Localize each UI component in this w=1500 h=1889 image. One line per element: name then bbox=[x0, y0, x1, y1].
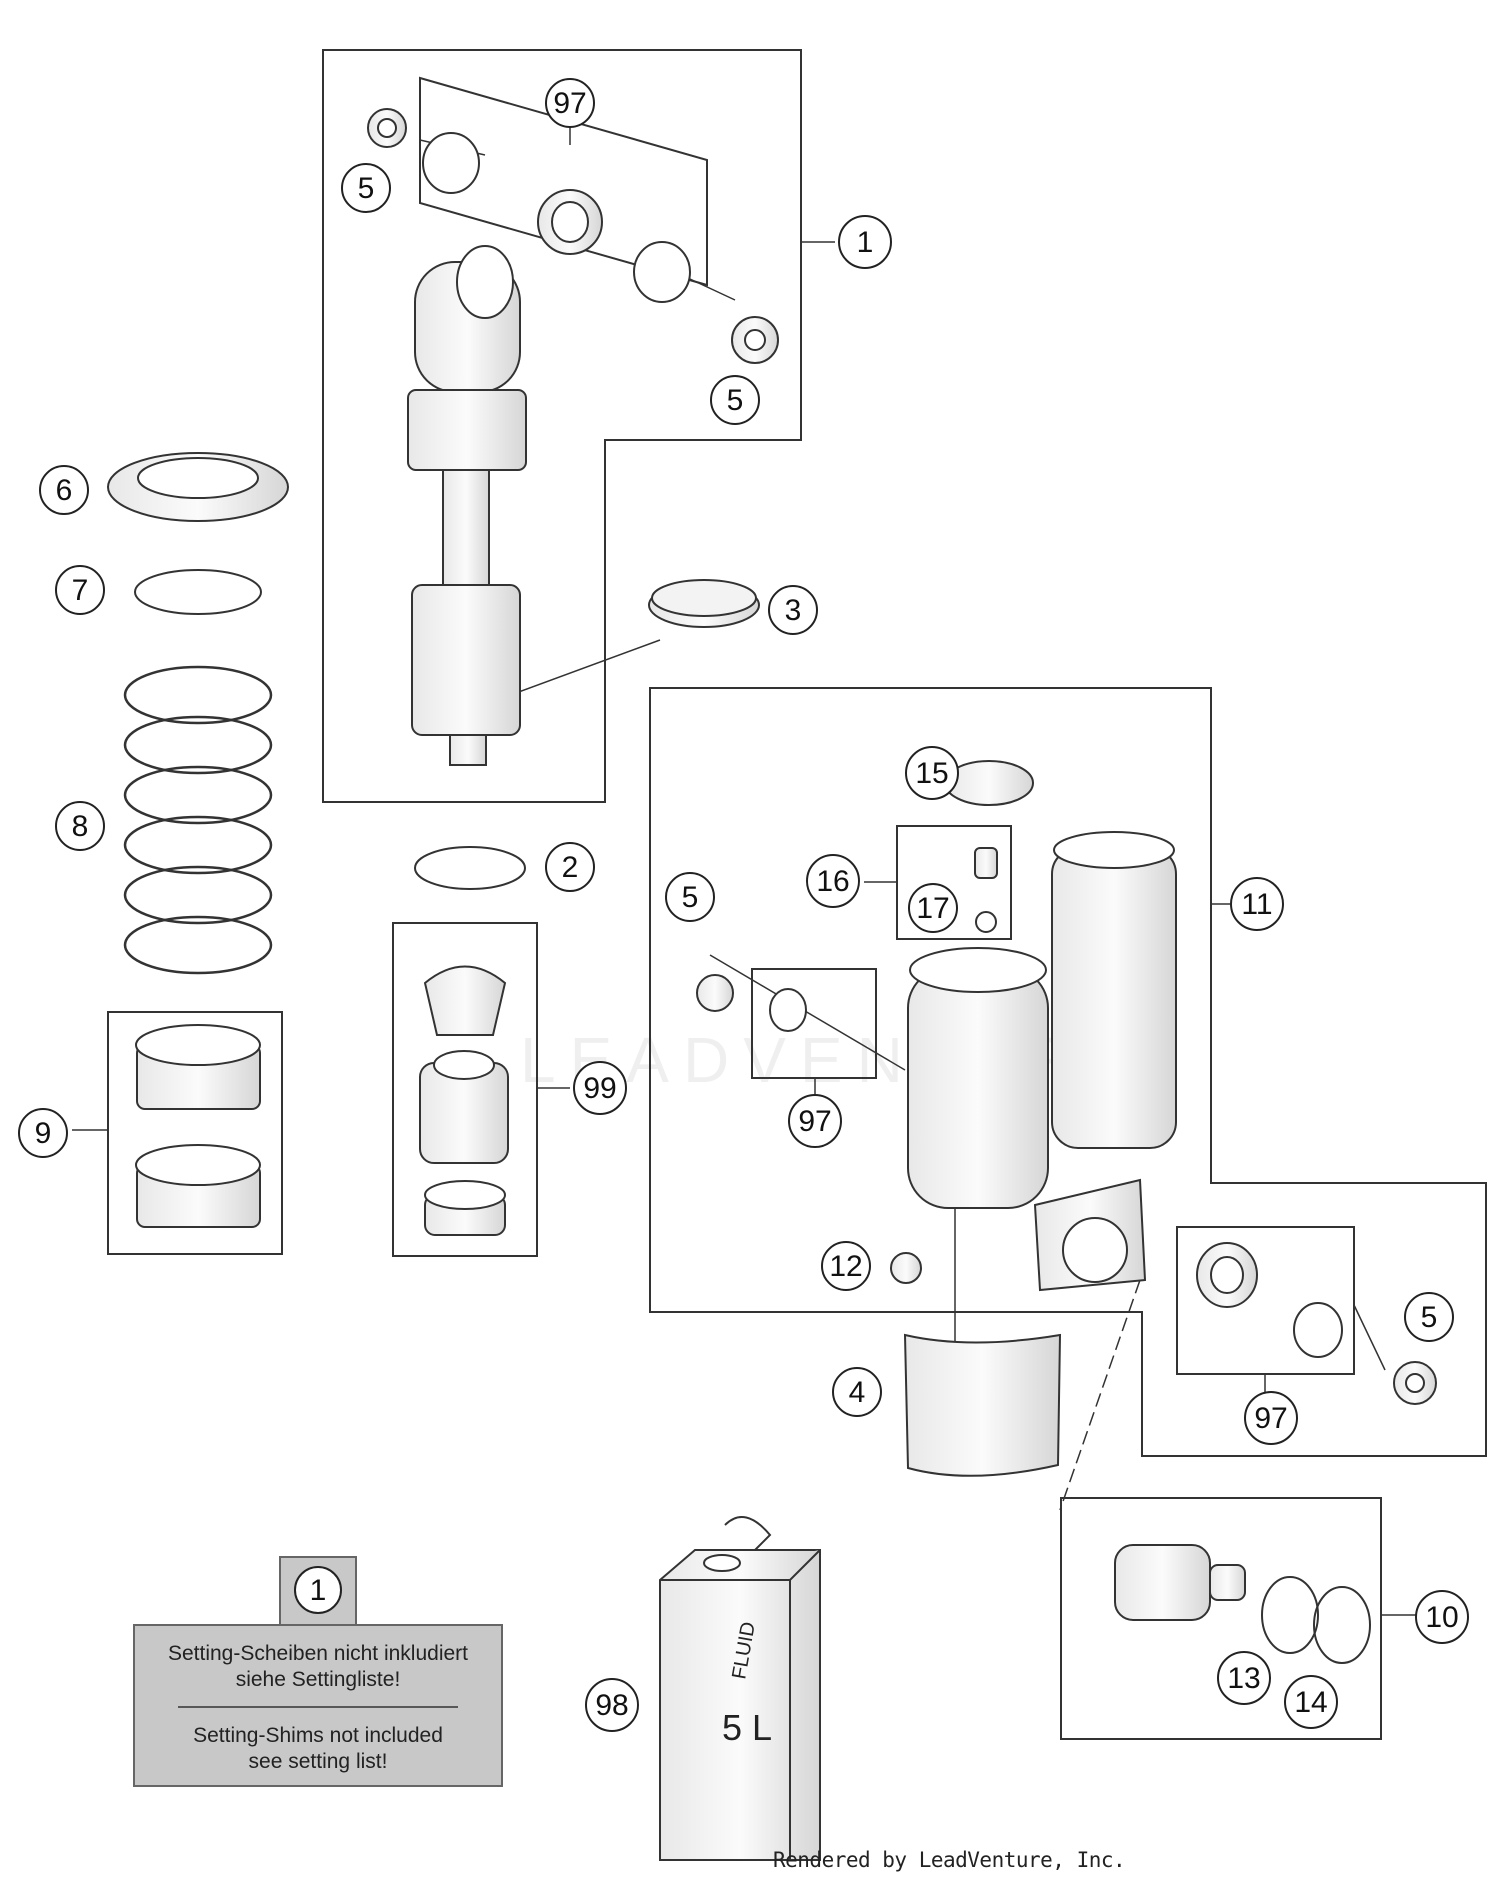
setting-note: 1 Setting-Scheiben nicht inkludiert sieh… bbox=[133, 1556, 503, 1787]
group-box-9 bbox=[107, 1011, 283, 1255]
svg-text:7: 7 bbox=[72, 574, 89, 607]
callouts: 1 2 3 4 5 5 5 5 6 7 8 9 10 11 12 13 14 1… bbox=[18, 78, 1469, 1732]
svg-text:3: 3 bbox=[785, 594, 802, 627]
footer-credit: Rendered by LeadVenture, Inc. bbox=[773, 1848, 1126, 1872]
svg-text:17: 17 bbox=[916, 892, 949, 925]
svg-text:15: 15 bbox=[915, 757, 948, 790]
svg-text:16: 16 bbox=[816, 865, 849, 898]
svg-text:5: 5 bbox=[682, 881, 699, 914]
svg-text:98: 98 bbox=[595, 1689, 628, 1722]
callout-9: 9 bbox=[18, 1108, 68, 1158]
group-box-11 bbox=[649, 687, 1487, 1457]
callout-13: 13 bbox=[1217, 1651, 1271, 1705]
callout-2: 2 bbox=[545, 842, 595, 892]
svg-text:11: 11 bbox=[1241, 888, 1272, 921]
svg-text:6: 6 bbox=[56, 474, 73, 507]
svg-text:13: 13 bbox=[1227, 1662, 1260, 1695]
callout-10: 10 bbox=[1415, 1590, 1469, 1644]
svg-text:1: 1 bbox=[857, 226, 874, 259]
callout-5d: 5 bbox=[1404, 1292, 1454, 1342]
callout-5b: 5 bbox=[710, 375, 760, 425]
svg-text:97: 97 bbox=[1254, 1402, 1287, 1435]
note-line-3: Setting-Shims not included bbox=[193, 1724, 443, 1747]
callout-7: 7 bbox=[55, 565, 105, 615]
callout-99: 99 bbox=[573, 1061, 627, 1115]
callout-12: 12 bbox=[821, 1241, 871, 1291]
note-line-2: siehe Settingliste! bbox=[236, 1668, 401, 1691]
group-box-1 bbox=[322, 49, 802, 803]
fluid-can-label-2: 5 L bbox=[722, 1707, 772, 1748]
svg-text:97: 97 bbox=[798, 1105, 831, 1138]
group-box-99 bbox=[392, 922, 538, 1257]
callout-97c: 97 bbox=[1244, 1391, 1298, 1445]
callout-4: 4 bbox=[832, 1367, 882, 1417]
note-line-1: Setting-Scheiben nicht inkludiert bbox=[168, 1642, 468, 1665]
group-box-97-top bbox=[419, 76, 708, 287]
svg-text:2: 2 bbox=[562, 851, 579, 884]
callout-97a: 97 bbox=[545, 78, 595, 128]
svg-text:5: 5 bbox=[727, 384, 744, 417]
svg-text:9: 9 bbox=[35, 1117, 52, 1150]
svg-text:10: 10 bbox=[1425, 1601, 1458, 1634]
svg-text:5: 5 bbox=[358, 172, 375, 205]
svg-text:5: 5 bbox=[1421, 1301, 1438, 1334]
svg-text:4: 4 bbox=[849, 1376, 866, 1409]
callout-5a: 5 bbox=[341, 163, 391, 213]
callout-6: 6 bbox=[39, 465, 89, 515]
callout-17: 17 bbox=[908, 883, 958, 933]
svg-text:12: 12 bbox=[829, 1250, 862, 1283]
callout-5c: 5 bbox=[665, 872, 715, 922]
callout-8: 8 bbox=[55, 801, 105, 851]
callout-3: 3 bbox=[768, 585, 818, 635]
callout-11: 11 bbox=[1230, 877, 1284, 931]
group-box-10 bbox=[1060, 1497, 1382, 1740]
note-line-4: see setting list! bbox=[249, 1750, 388, 1773]
svg-text:8: 8 bbox=[72, 810, 89, 843]
svg-text:99: 99 bbox=[583, 1072, 616, 1105]
callout-1: 1 bbox=[838, 215, 892, 269]
callout-14: 14 bbox=[1284, 1675, 1338, 1729]
callout-15: 15 bbox=[905, 746, 959, 800]
group-box-97-c bbox=[751, 968, 877, 1079]
note-ref-label: 1 bbox=[310, 1574, 327, 1607]
svg-text:97: 97 bbox=[553, 87, 586, 120]
callout-16: 16 bbox=[806, 854, 860, 908]
svg-text:14: 14 bbox=[1294, 1686, 1327, 1719]
callout-98: 98 bbox=[585, 1678, 639, 1732]
callout-97b: 97 bbox=[788, 1094, 842, 1148]
